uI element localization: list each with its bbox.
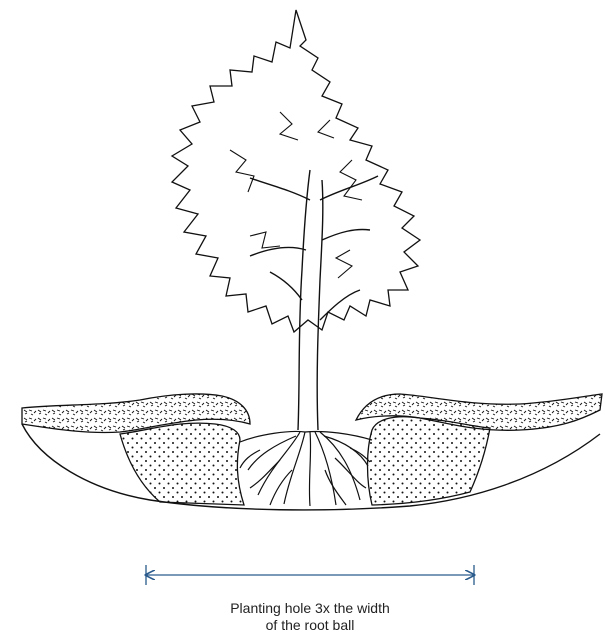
backfill-soil-left [120, 423, 244, 505]
backfill-soil-right [368, 417, 491, 505]
planting-hole-outline [22, 424, 600, 510]
tree-canopy [172, 10, 420, 332]
caption-line-1: Planting hole 3x the width [0, 600, 605, 617]
tree-leaf-details [230, 112, 362, 278]
root-ball [240, 431, 372, 506]
caption-line-2: of the root ball [0, 617, 605, 634]
tree-trunk [250, 170, 378, 430]
